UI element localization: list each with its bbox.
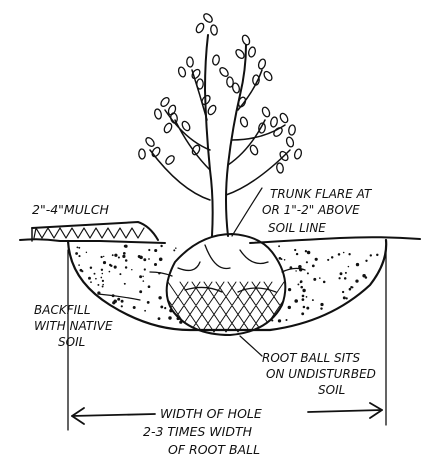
hole-width-arrow [68, 250, 386, 430]
label-backfill-3: SOIL [58, 335, 85, 349]
label-mulch: 2"-4"MULCH [32, 202, 110, 217]
root-ball [144, 234, 308, 335]
mulch-layer [32, 222, 158, 241]
label-trunk-flare-3: SOIL LINE [268, 221, 326, 235]
label-width-3: OF ROOT BALL [168, 442, 260, 457]
label-width-2: 2-3 TIMES WIDTH [143, 424, 253, 439]
soil-line [20, 237, 420, 243]
label-backfill-1: BACKFILL [34, 303, 91, 317]
trunk-flare-leader [232, 188, 262, 236]
label-root-ball-1: ROOT BALL SITS [262, 351, 360, 365]
root-ball-leader [240, 336, 262, 356]
tree-foliage [138, 12, 302, 173]
label-trunk-flare-1: TRUNK FLARE AT [270, 187, 373, 201]
label-width-1: WIDTH OF HOLE [160, 406, 262, 421]
label-root-ball-2: ON UNDISTURBED [266, 367, 376, 381]
label-trunk-flare-2: OR 1"-2" ABOVE [262, 203, 360, 217]
label-root-ball-3: SOIL [318, 383, 345, 397]
label-backfill-2: WITH NATIVE [34, 319, 113, 333]
